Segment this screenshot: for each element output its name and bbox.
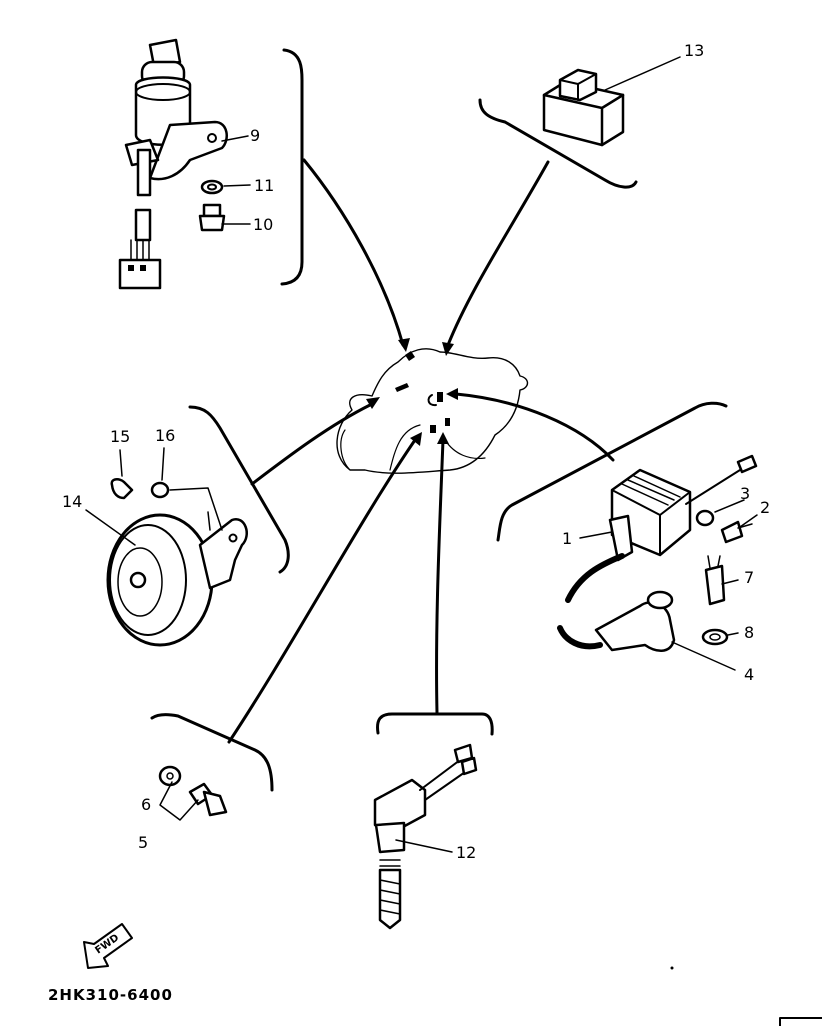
horn-bolt-icon — [110, 478, 134, 500]
gasket-icon — [701, 628, 729, 646]
coil-washer-icon — [695, 509, 715, 527]
sensor-icon — [704, 564, 726, 606]
callout-13: 13 — [684, 41, 704, 60]
callout-5: 5 — [138, 833, 148, 852]
nut-icon — [200, 179, 224, 195]
group-brackets — [150, 48, 728, 792]
relay-unit — [542, 68, 625, 147]
main-switch-assembly — [118, 38, 228, 290]
bolt-icon — [202, 203, 222, 218]
key-icon — [148, 38, 182, 68]
callout-16: 16 — [155, 426, 175, 445]
washer-icon — [150, 481, 170, 499]
bolt-washer-assembly — [158, 765, 228, 817]
callout-7: 7 — [744, 568, 754, 587]
callout-9: 9 — [250, 126, 260, 145]
callout-2: 2 — [760, 498, 770, 517]
frame-outline — [336, 348, 529, 474]
callout-labels: 9 11 10 13 15 16 14 1 3 2 7 8 4 6 5 12 — [62, 41, 770, 862]
forward-direction-badge: FWD — [83, 923, 133, 969]
horn-assembly — [106, 478, 248, 647]
callout-4: 4 — [744, 665, 754, 684]
neutral-switch-assembly — [373, 743, 478, 930]
forward-arrow-icon — [83, 923, 133, 969]
callout-8: 8 — [744, 623, 754, 642]
leader-lines — [227, 158, 615, 744]
callout-6: 6 — [141, 795, 151, 814]
callout-11: 11 — [254, 176, 274, 195]
callout-1: 1 — [562, 529, 572, 548]
callout-12: 12 — [456, 843, 476, 862]
callout-10: 10 — [253, 215, 273, 234]
diagram-code: 2HK310-6400 — [48, 986, 173, 1004]
callout-14: 14 — [62, 492, 82, 511]
coil-screw-icon — [720, 520, 744, 544]
callout-3: 3 — [740, 484, 750, 503]
callout-15: 15 — [110, 427, 130, 446]
ignition-coil-assembly — [557, 454, 758, 652]
callout-leaders — [85, 56, 758, 853]
